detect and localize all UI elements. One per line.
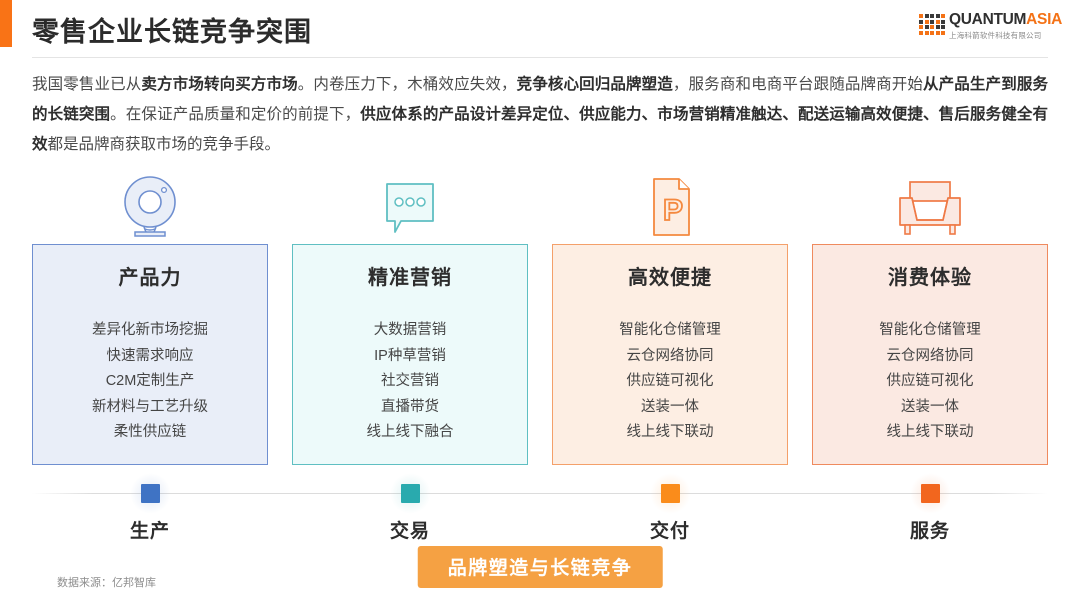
- card-3-list: 智能化仓储管理 云仓网络协同 供应链可视化 送装一体 线上线下联动: [563, 318, 777, 446]
- card-3: 高效便捷 智能化仓储管理 云仓网络协同 供应链可视化 送装一体 线上线下联动: [552, 244, 788, 465]
- timeline-marker: [909, 473, 951, 514]
- list-item: 送装一体: [901, 398, 959, 415]
- timeline-marker: [129, 473, 171, 514]
- data-source-note: 数据来源：亿邦智库: [57, 577, 156, 589]
- list-item: IP种草营销: [374, 347, 446, 364]
- card-2-title: 精准营销: [368, 267, 452, 289]
- webcam-icon: [115, 170, 185, 242]
- timeline-node-2: 交易: [292, 473, 528, 543]
- timeline-label: 交付: [649, 521, 690, 542]
- timeline-label: 服务: [909, 521, 950, 542]
- list-item: 差异化新市场挖掘: [92, 322, 208, 338]
- timeline-node-4: 服务: [812, 473, 1048, 543]
- page-title: 零售企业长链竞争突围: [32, 17, 312, 47]
- header-accent-bar: [0, 0, 12, 47]
- list-item: 线上线下联动: [886, 424, 974, 440]
- timeline-marker: [649, 473, 691, 514]
- card-2-list: 大数据营销 IP种草营销 社交营销 直播带货 线上线下融合: [303, 318, 517, 446]
- lede-paragraph: 我国零售业已从卖方市场转向买方市场。内卷压力下，木桶效应失效，竞争核心回归品牌塑…: [32, 76, 1048, 153]
- list-item: 云仓网络协同: [886, 347, 974, 364]
- document-p-icon: P: [635, 170, 705, 242]
- list-item: 直播带货: [381, 398, 439, 415]
- card-4-title: 消费体验: [888, 267, 972, 289]
- logo-wordmark: QUANTUMASIA: [949, 12, 1062, 28]
- timeline-nodes: 生产 交易 交付 服务: [32, 473, 1048, 543]
- list-item: C2M定制生产: [105, 373, 195, 389]
- list-item: 柔性供应链: [113, 424, 187, 440]
- list-item: 大数据营销: [373, 322, 447, 338]
- list-item: 云仓网络协同: [626, 347, 714, 364]
- card-column-2: 精准营销 大数据营销 IP种草营销 社交营销 直播带货 线上线下融合: [292, 170, 528, 465]
- speech-bubble-icon: [375, 170, 445, 242]
- card-4-list: 智能化仓储管理 云仓网络协同 供应链可视化 送装一体 线上线下联动: [823, 318, 1037, 446]
- timeline-marker: [389, 473, 431, 514]
- list-item: 线上线下融合: [366, 424, 454, 440]
- card-1-list: 差异化新市场挖掘 快速需求响应 C2M定制生产 新材料与工艺升级 柔性供应链: [43, 318, 257, 446]
- card-1-title: 产品力: [118, 267, 182, 289]
- list-item: 快速需求响应: [106, 347, 194, 364]
- logo-word-main: QUANTUM: [949, 11, 1027, 28]
- timeline-node-3: 交付: [552, 473, 788, 543]
- card-column-4: 消费体验 智能化仓储管理 云仓网络协同 供应链可视化 送装一体 线上线下联动: [812, 170, 1048, 465]
- card-column-3: P 高效便捷 智能化仓储管理 云仓网络协同 供应链可视化 送装一体 线上线下联动: [552, 170, 788, 465]
- list-item: 送装一体: [641, 398, 699, 415]
- stage-timeline: 生产 交易 交付 服务: [32, 473, 1048, 544]
- card-1: 产品力 差异化新市场挖掘 快速需求响应 C2M定制生产 新材料与工艺升级 柔性供…: [32, 244, 268, 465]
- timeline-node-1: 生产: [32, 473, 268, 543]
- armchair-icon: [892, 170, 968, 242]
- logo-word-accent: ASIA: [1026, 11, 1062, 28]
- svg-text:P: P: [663, 194, 683, 227]
- list-item: 社交营销: [381, 373, 439, 389]
- timeline-label: 生产: [129, 521, 170, 542]
- list-item: 智能化仓储管理: [619, 322, 721, 338]
- company-logo: QUANTUMASIA 上海科箭软件科技有限公司: [919, 12, 1062, 41]
- logo-dot-grid-icon: [919, 14, 946, 35]
- card-3-title: 高效便捷: [628, 267, 712, 289]
- logo-subtitle: 上海科箭软件科技有限公司: [949, 31, 1042, 40]
- timeline-label: 交易: [389, 521, 430, 542]
- card-row: 产品力 差异化新市场挖掘 快速需求响应 C2M定制生产 新材料与工艺升级 柔性供…: [32, 170, 1048, 465]
- list-item: 供应链可视化: [886, 373, 974, 389]
- header-divider: [32, 57, 1048, 58]
- timeline-axis: [32, 493, 1048, 494]
- list-item: 线上线下联动: [626, 424, 714, 440]
- card-4: 消费体验 智能化仓储管理 云仓网络协同 供应链可视化 送装一体 线上线下联动: [812, 244, 1048, 465]
- list-item: 供应链可视化: [626, 373, 714, 389]
- card-2: 精准营销 大数据营销 IP种草营销 社交营销 直播带货 线上线下融合: [292, 244, 528, 465]
- summary-banner: 品牌塑造与长链竞争: [417, 546, 663, 588]
- list-item: 智能化仓储管理: [879, 322, 981, 338]
- card-column-1: 产品力 差异化新市场挖掘 快速需求响应 C2M定制生产 新材料与工艺升级 柔性供…: [32, 170, 268, 465]
- list-item: 新材料与工艺升级: [92, 398, 208, 415]
